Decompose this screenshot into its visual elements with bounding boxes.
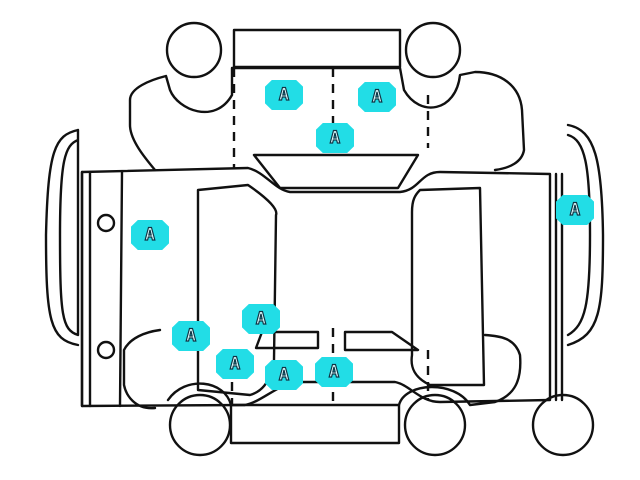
left-windows bbox=[252, 153, 420, 190]
rear-trunk-line bbox=[118, 170, 124, 408]
damage-marker-left-front-door[interactable]: A bbox=[358, 82, 396, 112]
rear-bumper bbox=[44, 128, 92, 408]
right-rear-wheel bbox=[168, 393, 232, 457]
right-sill bbox=[229, 403, 401, 445]
damage-marker-left-side-sill[interactable]: A bbox=[316, 123, 354, 153]
right-front-wheel bbox=[403, 393, 467, 457]
damage-marker-rear-trunk[interactable]: A bbox=[131, 220, 169, 250]
tail-light-upper bbox=[96, 213, 116, 233]
damage-marker-front-bumper[interactable]: A bbox=[556, 195, 594, 225]
left-sill bbox=[232, 28, 402, 69]
tail-light-lower bbox=[96, 340, 116, 360]
left-body-outline bbox=[128, 66, 526, 172]
right-body-outline bbox=[122, 328, 522, 410]
damage-marker-right-rear-quarter[interactable]: A bbox=[172, 321, 210, 351]
left-rear-wheel bbox=[165, 21, 223, 79]
front-bumper bbox=[554, 123, 605, 402]
front-windshield bbox=[410, 186, 486, 387]
damage-marker-right-a-pillar[interactable]: A bbox=[242, 304, 280, 334]
right-windows bbox=[254, 330, 420, 352]
damage-marker-right-rear-door[interactable]: A bbox=[265, 360, 303, 390]
right-side-view bbox=[122, 328, 595, 457]
left-side-view bbox=[128, 21, 526, 190]
left-front-wheel bbox=[404, 21, 462, 79]
spare-tire bbox=[531, 393, 595, 457]
damage-marker-right-rear-door-edge[interactable]: A bbox=[216, 349, 254, 379]
damage-marker-right-front-door[interactable]: A bbox=[315, 357, 353, 387]
damage-marker-left-rear-door[interactable]: A bbox=[265, 80, 303, 110]
